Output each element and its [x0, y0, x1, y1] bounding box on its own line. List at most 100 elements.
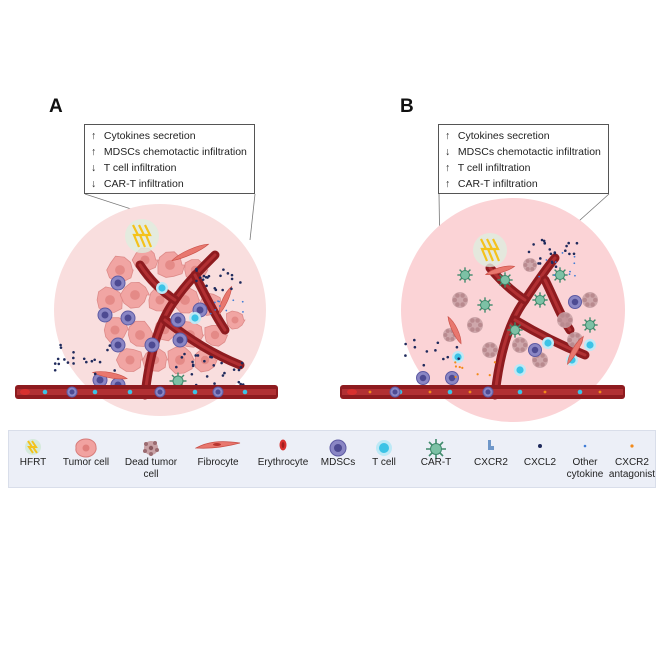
cytokine-dot	[72, 362, 75, 365]
cytokine-dot	[59, 346, 63, 349]
dead-cell-fragment	[525, 266, 530, 271]
callout-pointer	[249, 193, 256, 241]
t-cell	[542, 337, 554, 349]
tumor-cell	[103, 317, 130, 344]
cytokine-dot	[93, 372, 97, 376]
cytokine-dot	[209, 355, 212, 359]
cytokine-dot	[540, 238, 544, 242]
dead-cell-fragment	[540, 353, 545, 358]
cytokine-dot	[232, 368, 236, 371]
dead-cell-fragment	[590, 293, 595, 298]
panel-b-label: B	[400, 96, 414, 117]
mdsc-icon	[329, 439, 347, 457]
hfrt-radiation	[473, 233, 507, 267]
mdsc-cell	[66, 386, 78, 398]
radiation-bolt-icon	[25, 439, 41, 455]
car-t-cell	[582, 317, 598, 333]
cytokine-dot	[553, 251, 557, 255]
cytokine-dot	[90, 359, 94, 363]
tumor-cell-nucleus	[155, 295, 165, 305]
legend-label: CXCL2	[523, 457, 557, 468]
legend-label: Tumor cell	[62, 457, 110, 468]
lightning-bolt	[492, 238, 501, 262]
cytokine-dot	[213, 382, 216, 385]
cytokine-dot	[204, 275, 208, 279]
mdsc-nucleus	[485, 389, 491, 395]
cytokine-dot	[198, 276, 202, 279]
cytokine-dot	[554, 265, 558, 269]
cytokine-dot	[454, 375, 457, 379]
dead-cell-fragment	[532, 263, 537, 267]
cytokine-dot	[565, 244, 568, 248]
lightning-bolt	[132, 224, 141, 248]
callout-row: ↓ MDSCs chemotactic infiltration	[445, 144, 602, 160]
cytokine-dot	[175, 365, 178, 369]
vessel-cell	[517, 389, 523, 395]
cytokine-dot	[232, 299, 235, 302]
vessel-cell	[577, 389, 583, 395]
cytokine-dot	[575, 241, 579, 245]
mdsc-nucleus	[114, 341, 122, 349]
cytokine-dot	[442, 357, 445, 361]
legend-item-tumor-cell: Tumor cell	[55, 431, 117, 489]
cytokine-dot	[203, 359, 206, 363]
cytokine-dot	[195, 279, 198, 283]
tumor-cell-nucleus	[175, 355, 185, 365]
cytokine-dot	[539, 257, 542, 260]
dead-cell-fragment	[530, 266, 535, 271]
cytokine-dot	[239, 382, 242, 386]
car-t-body	[500, 275, 510, 285]
cytokine-dot	[455, 345, 459, 349]
callout-row: ↑ Cytokines secretion	[91, 128, 248, 144]
cytokine-dot	[422, 363, 426, 367]
car-t-cell	[507, 322, 523, 338]
dead-cell-fragment	[450, 336, 455, 341]
mdsc-nucleus	[531, 346, 539, 354]
mdsc-nucleus	[174, 316, 182, 324]
tumor-cell-nucleus	[130, 290, 140, 300]
cxcr2-antagonist-icon	[630, 444, 634, 448]
dead-cell-fragment	[530, 259, 535, 264]
cytokine-dot	[493, 361, 497, 364]
cxcr2-antagonist-dot	[428, 390, 432, 394]
tumor-cell	[225, 310, 246, 330]
cytokine-dot	[461, 366, 464, 369]
lightning-bolt	[486, 238, 495, 262]
cytokine-dot	[218, 300, 221, 303]
cytokine-dot	[85, 360, 88, 364]
mdsc-cell	[482, 386, 494, 398]
dead-cell-fragment	[570, 342, 575, 347]
cytokine-dot	[573, 255, 576, 258]
tumor-cell	[167, 346, 195, 375]
dead-tumor-cell-icon	[143, 441, 159, 456]
dead-cell-fragment	[462, 297, 468, 303]
arrow-icon: ↑	[91, 146, 97, 158]
fibrocyte-body	[567, 335, 584, 365]
arrow-icon: ↑	[445, 130, 451, 142]
callout-row: ↑ CAR-T infiltration	[445, 176, 602, 192]
tumor-cell	[119, 281, 151, 309]
panel-a-illustration	[15, 193, 278, 416]
mdsc-cell	[568, 295, 582, 309]
t-cell-core	[516, 366, 524, 374]
cytokine-dot	[230, 273, 234, 277]
dead-cell-fragment	[570, 333, 575, 338]
dead-cell-fragment	[482, 347, 488, 353]
dead-cell-fragment	[557, 317, 563, 323]
legend-item-cxcr2: CXCR2	[465, 431, 517, 489]
legend-item-dead-tumor-cell: Dead tumor cell	[117, 431, 185, 489]
callout-row: ↓ CAR-T infiltration	[91, 176, 248, 192]
tumor-cell	[96, 286, 124, 313]
mdsc-nucleus	[448, 374, 456, 382]
legend-label: CXCR2 antagonist	[608, 457, 656, 480]
callout-text: Cytokines secretion	[103, 130, 196, 142]
cytokine-dot	[113, 369, 116, 372]
dead-cell-fragment	[460, 302, 465, 307]
dead-cell-fragment	[560, 322, 565, 327]
cytokine-dot	[567, 241, 570, 245]
lightning-bolt	[144, 224, 153, 248]
callout-row: ↑ T cell infiltration	[445, 160, 602, 176]
mdsc-cell	[144, 337, 160, 353]
